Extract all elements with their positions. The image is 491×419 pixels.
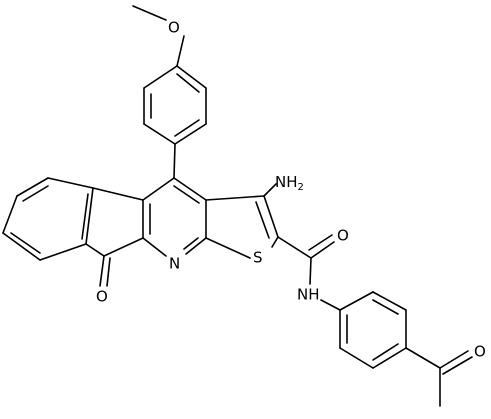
pyridine-nitrogen-label: N	[169, 255, 180, 273]
acetylphenyl-ring	[320, 291, 407, 369]
methoxy-group	[132, 5, 185, 67]
methoxyphenyl-ring	[143, 65, 207, 145]
amino-label: NH2	[275, 173, 304, 194]
amide-oxygen-label: O	[337, 227, 349, 245]
acetyl-group	[405, 347, 473, 407]
methoxy-oxygen-label: O	[168, 19, 180, 37]
amino-subscript: 2	[298, 182, 304, 193]
ketone-oxygen-label: O	[96, 288, 108, 306]
amino-nh-text: NH	[275, 173, 298, 191]
indenone-ring	[85, 187, 144, 287]
thiophene-sulfur-label: S	[253, 249, 263, 267]
amino-bond	[263, 183, 277, 197]
acetyl-oxygen-label: O	[474, 343, 486, 361]
benzo-ring	[2, 177, 94, 261]
thiophene-ring	[205, 195, 279, 259]
pyridine-ring	[142, 177, 207, 257]
carboxamide-group	[277, 234, 335, 285]
aryl-link-bond	[173, 143, 176, 179]
amide-nh-label: NH	[297, 286, 320, 304]
